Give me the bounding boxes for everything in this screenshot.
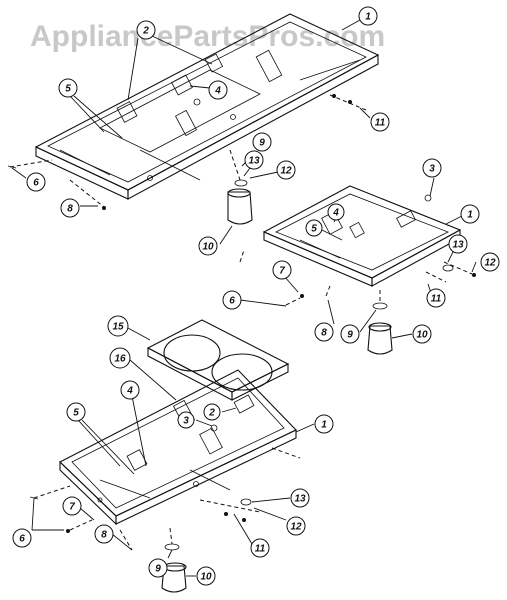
callout-10-top: 10 — [198, 236, 218, 256]
callout-1-middle: 1 — [460, 204, 480, 224]
callout-13-top: 13 — [244, 150, 264, 170]
callout-10-bottom: 10 — [196, 566, 216, 586]
callout-3-middle: 3 — [422, 158, 442, 178]
svg-text:13: 13 — [248, 156, 260, 167]
callout-7-bottom: 7 — [62, 496, 82, 516]
top-tray-hardware — [7, 94, 367, 225]
svg-text:11: 11 — [375, 118, 386, 129]
svg-text:9: 9 — [259, 138, 265, 149]
callout-2-bottom: 2 — [203, 403, 221, 421]
svg-text:9: 9 — [155, 564, 161, 575]
svg-text:5: 5 — [73, 408, 79, 419]
callout-5-top: 5 — [58, 78, 78, 98]
svg-text:1: 1 — [365, 12, 371, 23]
svg-text:8: 8 — [101, 530, 107, 541]
callout-9-middle: 9 — [340, 324, 360, 344]
svg-text:4: 4 — [214, 86, 221, 97]
top-burner-box — [34, 13, 380, 200]
callout-10-middle: 10 — [412, 324, 432, 344]
svg-text:6: 6 — [229, 296, 235, 307]
callout-4-middle: 4 — [327, 203, 345, 221]
svg-text:10: 10 — [416, 330, 428, 341]
callout-9-top: 9 — [252, 132, 272, 152]
callout-6-bottom: 6 — [12, 528, 32, 548]
middle-burner-box — [262, 185, 462, 287]
callout-9-bottom: 9 — [148, 558, 168, 578]
svg-text:11: 11 — [255, 544, 266, 555]
svg-text:8: 8 — [321, 328, 327, 339]
svg-text:13: 13 — [294, 494, 306, 505]
bottom-tray-hardware — [29, 447, 301, 593]
svg-text:10: 10 — [200, 572, 212, 583]
callout-13-middle: 13 — [448, 234, 468, 254]
callout-11-middle: 11 — [426, 288, 446, 308]
svg-text:10: 10 — [202, 242, 214, 253]
svg-text:6: 6 — [33, 178, 39, 189]
svg-text:12: 12 — [290, 522, 302, 533]
callout-12-bottom: 12 — [286, 516, 306, 536]
svg-text:16: 16 — [114, 354, 126, 365]
svg-text:5: 5 — [311, 224, 317, 235]
callout-8-bottom: 8 — [94, 524, 114, 544]
callout-8-middle: 8 — [314, 322, 334, 342]
middle-tray-hardware — [239, 194, 476, 355]
callout-12-middle: 12 — [480, 252, 500, 272]
svg-text:7: 7 — [69, 502, 75, 513]
callout-15-bottom: 15 — [107, 315, 129, 337]
bottom-burner-box — [59, 369, 297, 526]
callout-13-bottom: 13 — [290, 488, 310, 508]
callout-1-bottom: 1 — [314, 414, 334, 434]
callout-12-top: 12 — [276, 160, 296, 180]
svg-text:4: 4 — [126, 386, 133, 397]
svg-text:2: 2 — [142, 26, 149, 37]
svg-text:9: 9 — [347, 330, 353, 341]
callout-3-bottom: 3 — [177, 411, 195, 429]
svg-text:1: 1 — [467, 210, 473, 221]
callout-11-top: 11 — [370, 112, 390, 132]
burner-grate — [146, 319, 290, 401]
svg-text:12: 12 — [280, 166, 292, 177]
svg-text:1: 1 — [321, 420, 327, 431]
svg-text:12: 12 — [484, 258, 496, 269]
callout-4-top: 4 — [208, 80, 228, 100]
svg-text:2: 2 — [208, 408, 215, 419]
svg-text:11: 11 — [431, 294, 442, 305]
svg-text:7: 7 — [279, 266, 285, 277]
svg-text:5: 5 — [65, 84, 71, 95]
leader-lines — [11, 19, 477, 577]
svg-text:8: 8 — [67, 204, 73, 215]
svg-text:4: 4 — [332, 208, 339, 219]
callout-2-top: 2 — [136, 20, 156, 40]
svg-text:3: 3 — [183, 416, 189, 427]
callout-16-bottom: 16 — [109, 347, 131, 369]
svg-text:6: 6 — [19, 534, 25, 545]
svg-text:13: 13 — [452, 240, 464, 251]
callout-7-middle: 7 — [272, 260, 292, 280]
callout-11-bottom: 11 — [250, 538, 270, 558]
svg-text:15: 15 — [112, 322, 124, 333]
callout-5-middle: 5 — [305, 219, 323, 237]
callout-6-top: 6 — [26, 172, 46, 192]
callout-6-middle: 6 — [222, 290, 242, 310]
watermark-text: AppliancePartsPros.com — [30, 20, 385, 53]
callout-1-top: 1 — [358, 6, 378, 26]
svg-text:3: 3 — [429, 164, 435, 175]
callout-4-bottom: 4 — [120, 380, 140, 400]
callout-5-bottom: 5 — [66, 402, 86, 422]
callout-8-top: 8 — [60, 198, 80, 218]
